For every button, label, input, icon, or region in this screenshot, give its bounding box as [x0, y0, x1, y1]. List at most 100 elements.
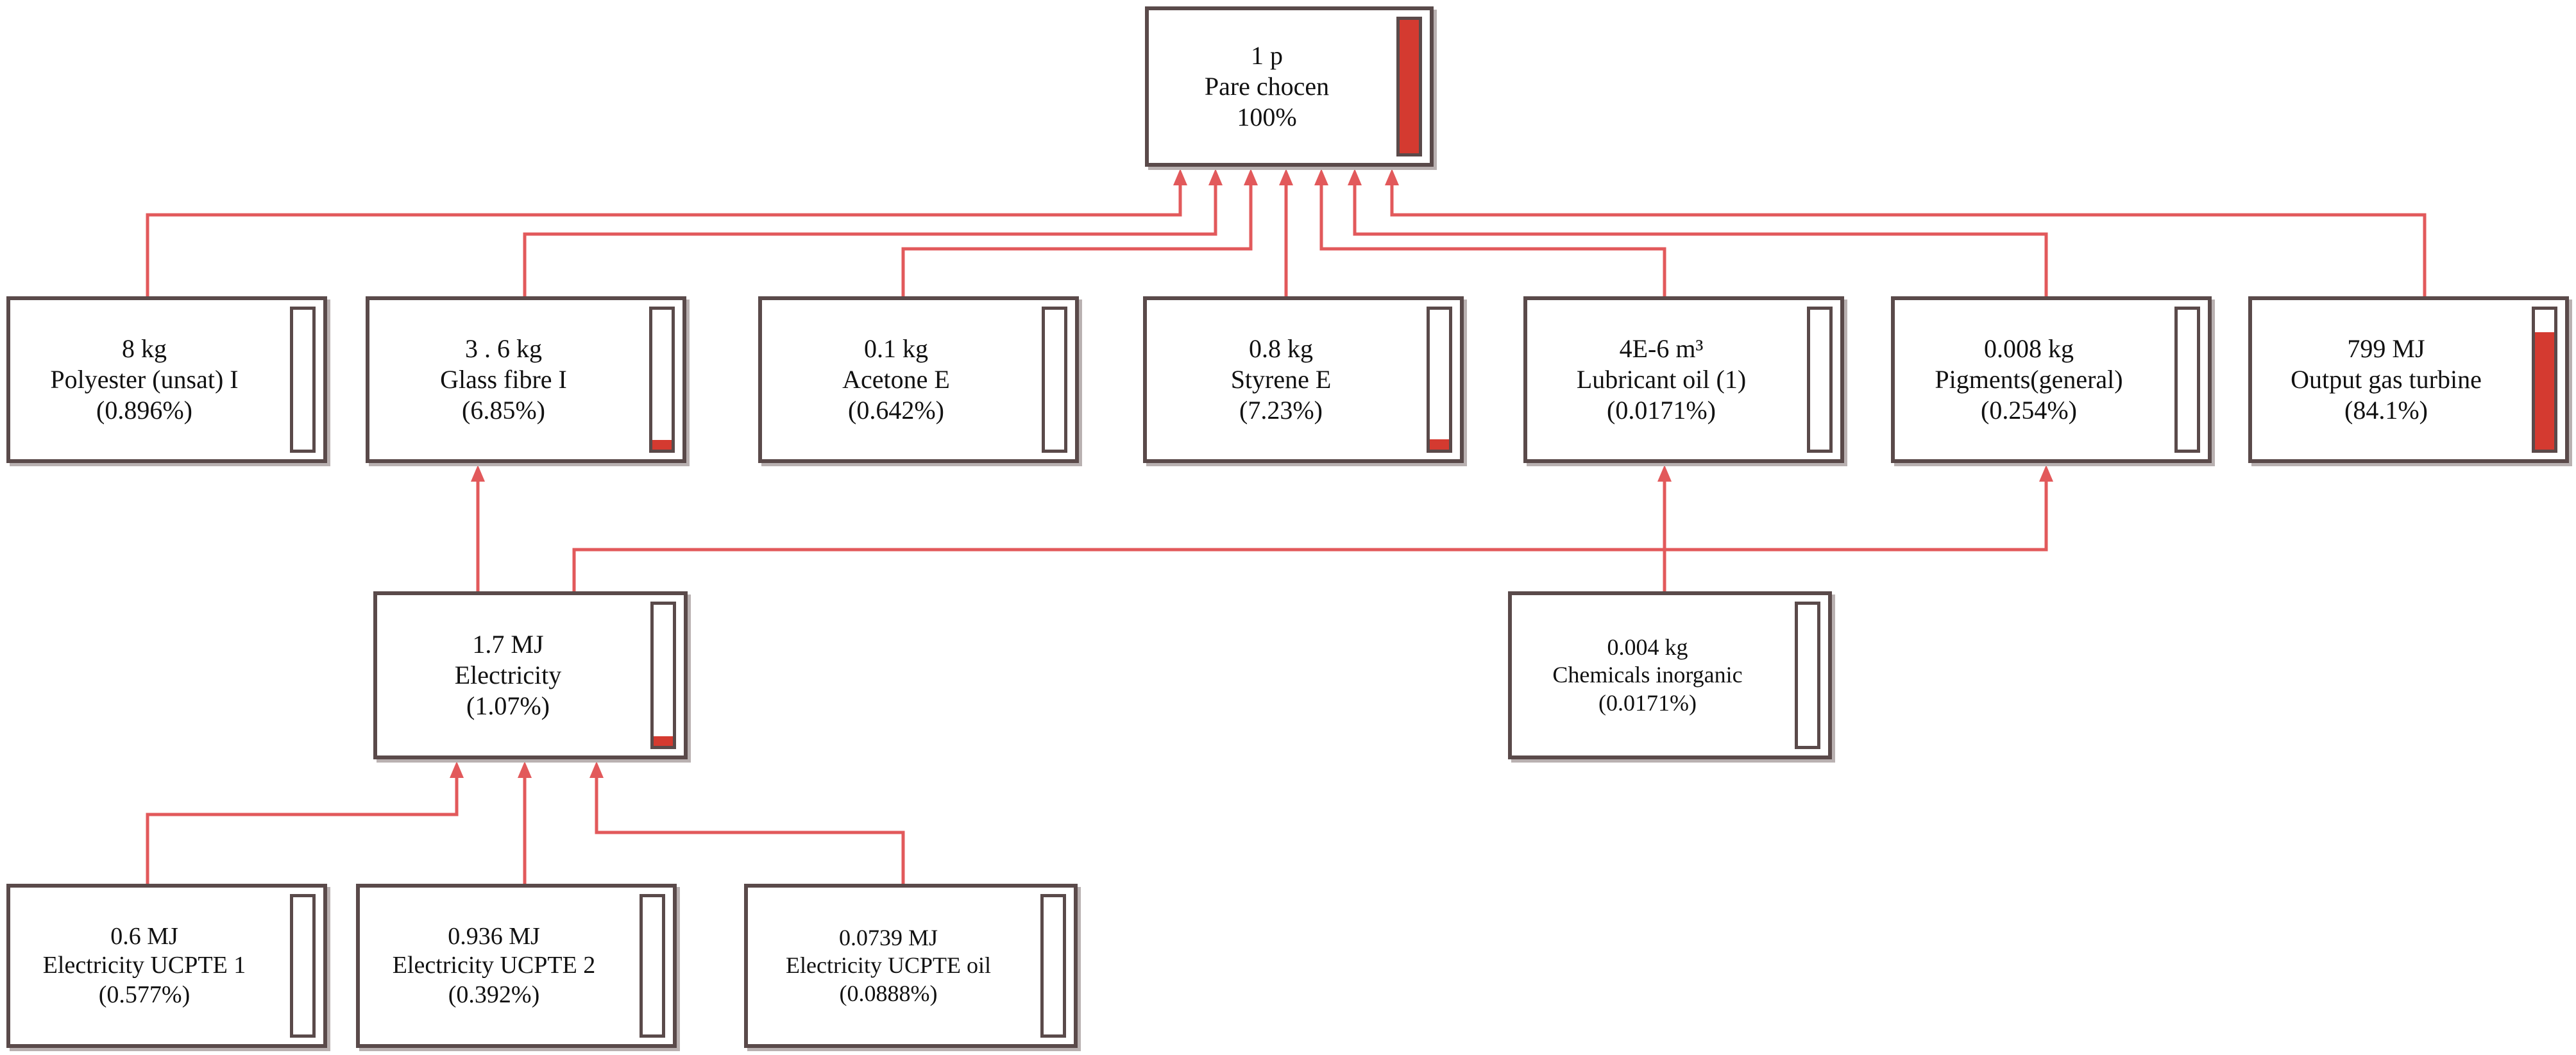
node-name: Electricity UCPTE 2	[392, 952, 596, 979]
connector-line	[1319, 185, 1666, 296]
connector-acetone-to-pare-chocen	[901, 169, 1258, 296]
arrowhead-icon	[1173, 169, 1187, 185]
arrowhead-icon	[1657, 465, 1672, 482]
node-amount: 0.004 kg	[1607, 634, 1688, 661]
contribution-bar-fill	[1400, 20, 1419, 153]
arrowhead-icon	[1279, 169, 1293, 185]
connector-line	[146, 185, 1182, 296]
arrowhead-icon	[471, 465, 485, 482]
contribution-bar	[1795, 602, 1820, 749]
arrowhead-icon	[589, 761, 604, 778]
node-name: Pigments(general)	[1935, 365, 2123, 394]
connector-line	[1390, 185, 2427, 296]
contribution-bar	[1040, 894, 1066, 1038]
connector-glass-fibre-to-pare-chocen	[523, 169, 1223, 296]
node-share: (0.254%)	[1981, 396, 2077, 425]
contribution-bar	[649, 307, 675, 453]
contribution-bar-fill	[1430, 439, 1449, 450]
contribution-bar	[1807, 307, 1833, 453]
connector-polyester-to-pare-chocen	[146, 169, 1187, 296]
node-share: (6.85%)	[462, 396, 545, 425]
node-name: Electricity UCPTE 1	[42, 952, 246, 979]
node-name: Styrene E	[1230, 365, 1332, 394]
node-amount: 1 p	[1251, 41, 1283, 70]
contribution-bar	[1042, 307, 1067, 453]
connector-electricity-ucpte-2-to-electricity	[518, 761, 532, 884]
contribution-bar	[2532, 307, 2557, 453]
contribution-bar	[640, 894, 665, 1038]
contribution-bar	[2174, 307, 2200, 453]
connector-electricity-ucpte-oil-to-electricity	[589, 761, 905, 884]
contribution-bar-fill	[2535, 332, 2554, 450]
arrowhead-icon	[1385, 169, 1399, 185]
node-amount: 8 kg	[122, 334, 167, 363]
node-name: Acetone E	[842, 365, 950, 394]
arrowhead-icon	[1244, 169, 1258, 185]
node-name: Output gas turbine	[2291, 365, 2482, 394]
node-amount: 0.0739 MJ	[838, 925, 938, 951]
connector-gas-turbine-to-pare-chocen	[1385, 169, 2427, 296]
arrowhead-icon	[518, 761, 532, 778]
node-share: (0.392%)	[448, 981, 540, 1008]
connector-electricity-ucpte-1-to-electricity	[146, 761, 464, 884]
node-name: Electricity	[454, 661, 562, 689]
node-share: (7.23%)	[1239, 396, 1323, 425]
connector-line	[523, 185, 1217, 296]
connector-electricity-to-glass-fibre	[471, 465, 485, 591]
node-amount: 0.6 MJ	[110, 922, 178, 950]
connector-line	[146, 778, 459, 884]
arrowhead-icon	[2039, 465, 2053, 482]
node-amount: 3 . 6 kg	[465, 334, 542, 363]
node-amount: 1.7 MJ	[472, 630, 544, 659]
connector-line	[1353, 185, 2048, 296]
node-name: Lubricant oil (1)	[1576, 365, 1747, 394]
node-amount: 0.1 kg	[864, 334, 928, 363]
node-name: Glass fibre I	[440, 365, 567, 394]
connector-chemicals-inorganic-to-lubricant-oil	[1657, 465, 1672, 591]
node-share: (0.0171%)	[1607, 396, 1716, 425]
node-share: (0.0171%)	[1598, 689, 1697, 716]
contribution-bar-fill	[652, 439, 672, 450]
connector-electricity-to-pigments	[572, 465, 2053, 591]
connector-pigments-to-pare-chocen	[1348, 169, 2048, 296]
node-share: (0.642%)	[848, 396, 944, 425]
arrowhead-icon	[1208, 169, 1223, 185]
connector-line	[901, 185, 1253, 296]
node-amount: 0.8 kg	[1249, 334, 1313, 363]
contribution-bar	[290, 894, 316, 1038]
connector-line	[572, 482, 2048, 591]
node-share: (0.0888%)	[839, 980, 938, 1006]
connector-styrene-to-pare-chocen	[1279, 169, 1293, 296]
arrowhead-icon	[1348, 169, 1362, 185]
node-name: Pare chocen	[1204, 72, 1330, 101]
node-share: (84.1%)	[2344, 396, 2428, 425]
contribution-bar	[290, 307, 316, 453]
node-name: Chemicals inorganic	[1552, 662, 1743, 688]
connector-line	[595, 778, 905, 884]
